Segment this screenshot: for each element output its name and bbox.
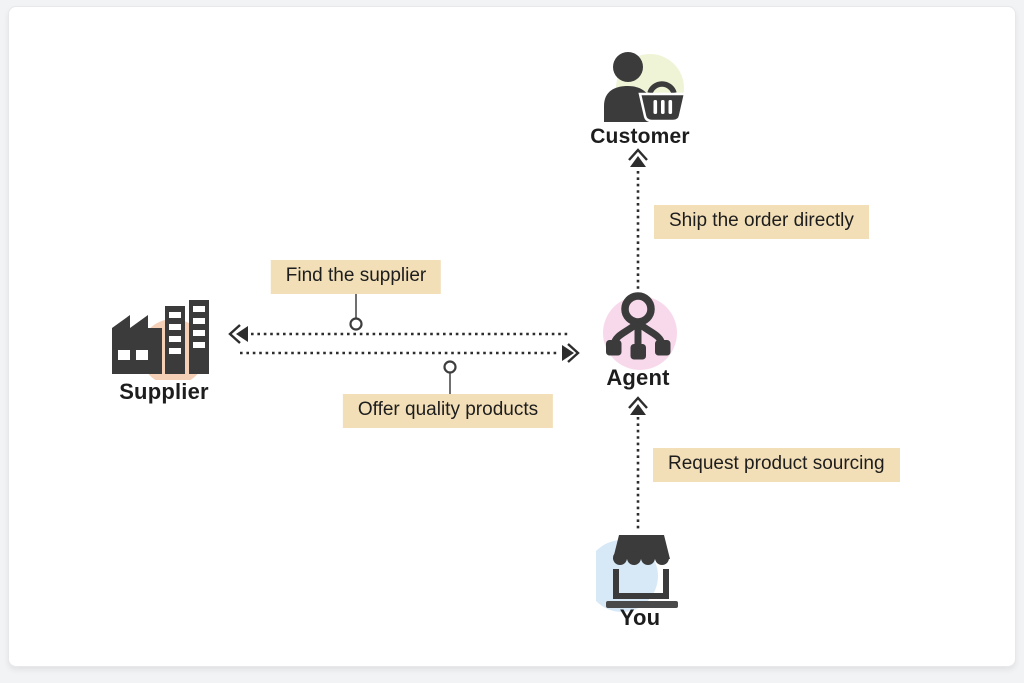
agent-label: Agent: [606, 365, 670, 390]
you-label: You: [619, 605, 661, 630]
customer-label: Customer: [590, 125, 690, 148]
find-supplier-label: Find the supplier: [270, 260, 442, 294]
you-icon: [596, 535, 678, 612]
customer-icon: [604, 52, 687, 123]
supplier-icon: [112, 300, 209, 380]
agent-icon: [603, 292, 677, 370]
supplier-label: Supplier: [119, 379, 209, 404]
offer-products-label: Offer quality products: [342, 394, 554, 428]
ship-order-label: Ship the order directly: [654, 205, 869, 239]
request-sourcing-label: Request product sourcing: [653, 448, 900, 482]
